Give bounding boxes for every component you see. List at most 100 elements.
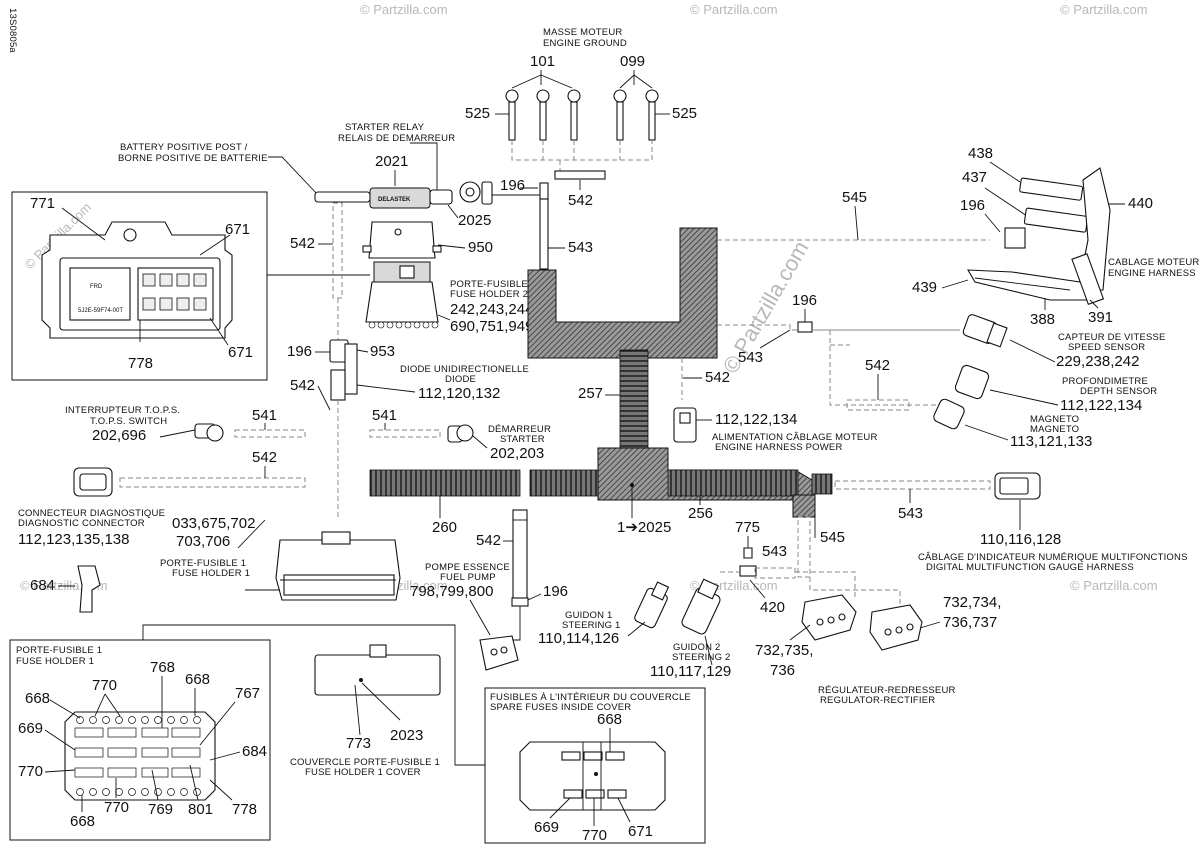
- caption-diode-en: DIODE: [445, 374, 476, 385]
- caption-magneto-en: MAGNETO: [1030, 424, 1079, 435]
- inset-684: 684: [242, 743, 267, 760]
- spare-fuses-inset: [484, 687, 706, 844]
- harness-right-corr: [667, 469, 799, 497]
- harness-mid-corr: [529, 469, 599, 497]
- part-542: 542: [568, 192, 593, 209]
- inset-668: 668: [70, 813, 95, 830]
- caption-cover-en: FUSE HOLDER 1 COVER: [305, 767, 421, 778]
- part-regulator-1-list-2: 736: [770, 662, 795, 679]
- fuse-holder-2-drawing: FRD 5J2E-59F74-00T: [41, 221, 233, 339]
- caption-starter-en: STARTER: [500, 434, 545, 445]
- part-684: 684: [30, 577, 55, 594]
- inset-778: 778: [232, 801, 257, 818]
- inset-669: 669: [18, 720, 43, 737]
- part-541: 541: [372, 407, 397, 424]
- caption-regulator-en: REGULATOR-RECTIFIER: [820, 695, 935, 706]
- relay-brand: DELASTEK: [378, 197, 411, 203]
- depth-sensor-connector: [954, 364, 990, 400]
- part-391: 391: [1088, 309, 1113, 326]
- part-196: 196: [792, 292, 817, 309]
- caption-steering-1-en: STEERING 1: [562, 620, 621, 631]
- caption-fh1-inset-en: FUSE HOLDER 1: [16, 656, 94, 667]
- ground-terminals: [505, 89, 659, 141]
- caption-starter-relay-fr: RELAIS DE DEMARREUR: [338, 133, 455, 144]
- caption-diode-fr: DIODE UNIDIRECTIONELLE: [400, 364, 529, 375]
- caption-diag-fr: CONNECTEUR DIAGNOSTIQUE: [18, 508, 165, 519]
- caption-fuel-pump-fr: POMPE ESSENCE: [425, 562, 510, 573]
- caption-steering-2-fr: GUIDON 2: [673, 642, 721, 653]
- fuse-holder-1-plan: [64, 711, 216, 801]
- inset-767: 767: [235, 685, 260, 702]
- watermark: © Partzilla.com: [690, 2, 778, 17]
- part-regulator-2-list: 732,734,: [943, 594, 1001, 611]
- inset-668: 668: [25, 690, 50, 707]
- part-196: 196: [543, 583, 568, 600]
- spare-671: 671: [628, 823, 653, 840]
- part-diag-list: 112,123,135,138: [18, 531, 130, 548]
- fuse-holder-2-inset: [11, 191, 268, 381]
- part-542: 542: [476, 532, 501, 549]
- part-439: 439: [912, 279, 937, 296]
- diagnostic-connector: [73, 467, 113, 497]
- part-543: 543: [738, 349, 763, 366]
- part-2025: 2025: [458, 212, 491, 229]
- caption-cover-fr: COUVERCLE PORTE-FUSIBLE 1: [290, 757, 440, 768]
- part-542: 542: [252, 449, 277, 466]
- fuse-holder-2: [365, 261, 439, 329]
- fuel-pump-connector: [479, 635, 519, 671]
- caption-depth-sensor-en: DEPTH SENSOR: [1080, 386, 1157, 397]
- spare-668: 668: [597, 711, 622, 728]
- part-196: 196: [960, 197, 985, 214]
- caption-speed-sensor-fr: CAPTEUR DE VITESSE: [1058, 332, 1166, 343]
- harness-left-corr: [369, 469, 521, 497]
- caption-engine-ground-en: ENGINE GROUND: [543, 38, 627, 49]
- steering-1-connector: [634, 581, 670, 629]
- inset-768: 768: [150, 659, 175, 676]
- caption-fuse-holder-1-en: FUSE HOLDER 1: [172, 568, 250, 579]
- caption-tops-fr: INTERRUPTEUR T.O.P.S.: [65, 405, 180, 416]
- part-542: 542: [290, 377, 315, 394]
- doc-code: 13S0805a: [7, 8, 18, 53]
- part-775: 775: [735, 519, 760, 536]
- part-196: 196: [287, 343, 312, 360]
- part-438: 438: [968, 145, 993, 162]
- speed-sensor-connector: [962, 314, 1008, 348]
- part-778: 778: [128, 355, 153, 372]
- part-542: 542: [705, 369, 730, 386]
- svg-text:FRD: FRD: [90, 284, 103, 290]
- caption-gauge-en: DIGITAL MULTIFUNCTION GAUGE HARNESS: [926, 562, 1134, 573]
- watermark: © Partzilla.com: [360, 2, 448, 17]
- caption-engine-harness-fr: CABLAGE MOTEUR: [1108, 257, 1199, 268]
- part-260: 260: [432, 519, 457, 536]
- part-541: 541: [252, 407, 277, 424]
- caption-fuse-holder-1-fr: PORTE-FUSIBLE 1: [160, 558, 246, 569]
- harness-vertical: [619, 349, 649, 451]
- caption-harness-power-en: ENGINE HARNESS POWER: [715, 442, 843, 453]
- part-depth-list: 112,122,134: [1060, 397, 1142, 414]
- spare-fuses-cover: [519, 741, 666, 811]
- part-671: 671: [228, 344, 253, 361]
- inset-770: 770: [18, 763, 43, 780]
- starter-connector: [447, 424, 474, 443]
- part-gauge-list: 110,116,128: [980, 531, 1061, 548]
- caption-gauge-fr: CÂBLAGE D'INDICATEUR NUMÉRIQUE MULTIFONC…: [918, 552, 1188, 563]
- part-speed-list: 229,238,242: [1056, 353, 1139, 370]
- part-1to2025: 1➔2025: [617, 519, 671, 536]
- watermark: © Partzilla.com: [1060, 2, 1148, 17]
- harness-power-connector: [673, 407, 697, 443]
- part-magneto-list: 113,121,133: [1010, 433, 1092, 450]
- inset-668: 668: [185, 671, 210, 688]
- part-fuse-holder-2-list-2: 690,751,949: [450, 318, 533, 335]
- part-545: 545: [820, 529, 845, 546]
- regulator-connector-2: [869, 604, 923, 651]
- caption-fuel-pump-en: FUEL PUMP: [440, 572, 496, 583]
- part-power-list: 112,122,134: [715, 411, 797, 428]
- gauge-connector: [994, 472, 1041, 500]
- fuse-holder-1-inset: [9, 639, 271, 841]
- main-harness-top: [527, 227, 718, 359]
- spare-770: 770: [582, 827, 607, 844]
- part-fuse-holder-1-list-2: 703,706: [176, 533, 230, 550]
- tops-switch: [194, 423, 224, 442]
- caption-starter-relay-en: STARTER RELAY: [345, 122, 425, 133]
